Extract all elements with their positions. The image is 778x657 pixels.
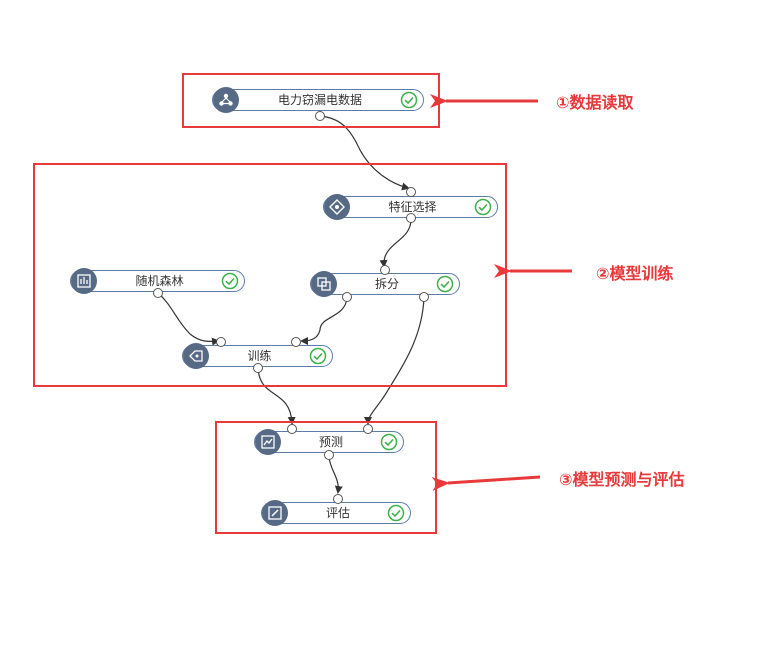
evaluate-icon bbox=[262, 500, 288, 526]
split-icon bbox=[311, 271, 337, 297]
annotation-arrow-eval bbox=[431, 475, 541, 492]
node-label: 随机森林 bbox=[135, 274, 184, 288]
node-label: 电力窃漏电数据 bbox=[277, 93, 362, 107]
node-label: 评估 bbox=[325, 506, 350, 520]
annotation-data-read: ①数据读取 bbox=[556, 93, 634, 112]
annotation-model-train: ②模型训练 bbox=[596, 264, 674, 283]
edge-rf-to-train[interactable] bbox=[157, 292, 220, 346]
input-port[interactable] bbox=[216, 337, 226, 347]
train-icon bbox=[183, 343, 209, 369]
edge-split-to-train[interactable] bbox=[300, 297, 348, 345]
random-forest-icon bbox=[71, 268, 97, 294]
node-label: 预测 bbox=[318, 435, 343, 449]
success-check-icon bbox=[309, 347, 327, 365]
input-port[interactable] bbox=[380, 265, 390, 275]
feature-select-icon bbox=[324, 194, 350, 220]
output-port[interactable] bbox=[324, 450, 334, 460]
output-port[interactable] bbox=[253, 363, 263, 373]
node-label: 拆分 bbox=[374, 277, 399, 291]
edge-train-to-predict[interactable] bbox=[257, 367, 296, 425]
success-check-icon bbox=[474, 198, 492, 216]
edge-feature-to-split[interactable] bbox=[379, 217, 412, 268]
output-port[interactable] bbox=[342, 292, 352, 302]
node-feature-select[interactable]: 特征选择 bbox=[323, 194, 498, 220]
node-split[interactable]: 拆分 bbox=[310, 271, 460, 297]
annotation-predict-eval: ③模型预测与评估 bbox=[559, 470, 685, 489]
predict-chart-icon bbox=[255, 429, 281, 455]
node-power-data[interactable]: 电力窃漏电数据 bbox=[212, 87, 424, 113]
success-check-icon bbox=[221, 272, 239, 290]
output-port[interactable] bbox=[406, 213, 416, 223]
success-check-icon bbox=[380, 433, 398, 451]
input-port[interactable] bbox=[406, 187, 416, 197]
success-check-icon bbox=[387, 504, 405, 522]
node-label: 特征选择 bbox=[388, 200, 437, 214]
output-port[interactable] bbox=[419, 292, 429, 302]
stage-box-model-train bbox=[33, 163, 507, 387]
node-evaluate[interactable]: 评估 bbox=[261, 500, 411, 526]
input-port[interactable] bbox=[287, 424, 297, 434]
node-predict[interactable]: 预测 bbox=[254, 429, 404, 455]
input-port[interactable] bbox=[363, 424, 373, 434]
success-check-icon bbox=[436, 275, 454, 293]
output-port[interactable] bbox=[315, 111, 325, 121]
stage-box-predict-eval bbox=[215, 421, 437, 534]
input-port[interactable] bbox=[333, 494, 343, 504]
success-check-icon bbox=[400, 91, 418, 109]
output-port[interactable] bbox=[153, 288, 163, 298]
input-port[interactable] bbox=[291, 337, 301, 347]
edge-data-to-feature[interactable] bbox=[319, 115, 410, 191]
edge-split-to-predict[interactable] bbox=[364, 297, 425, 425]
edge-predict-to-evaluate[interactable] bbox=[328, 456, 343, 494]
database-icon bbox=[213, 87, 239, 113]
node-label: 训练 bbox=[247, 349, 272, 363]
stage-box-data-read bbox=[182, 73, 440, 128]
